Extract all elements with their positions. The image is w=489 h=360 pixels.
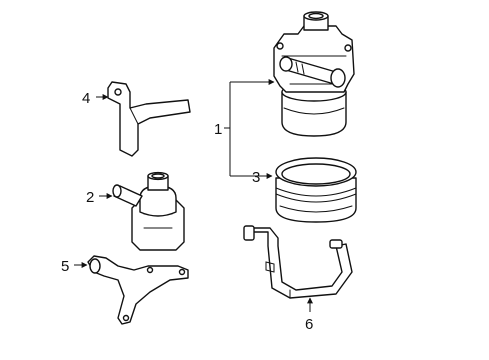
mounting-bracket-part xyxy=(87,255,189,325)
pump-bracket-small-part xyxy=(107,81,191,157)
secondary-pump-part xyxy=(112,171,185,251)
callout-1: 1 xyxy=(214,121,222,138)
pump-sleeve-ring-part xyxy=(275,157,357,223)
callout-3: 3 xyxy=(252,169,260,186)
callout-5: 5 xyxy=(61,258,69,275)
callout-4: 4 xyxy=(82,90,90,107)
callout-6: 6 xyxy=(305,316,313,333)
pump-band-bracket-part xyxy=(243,225,353,299)
leader-lines xyxy=(74,79,313,312)
callout-2: 2 xyxy=(86,189,94,206)
main-water-pump-part xyxy=(273,11,355,137)
